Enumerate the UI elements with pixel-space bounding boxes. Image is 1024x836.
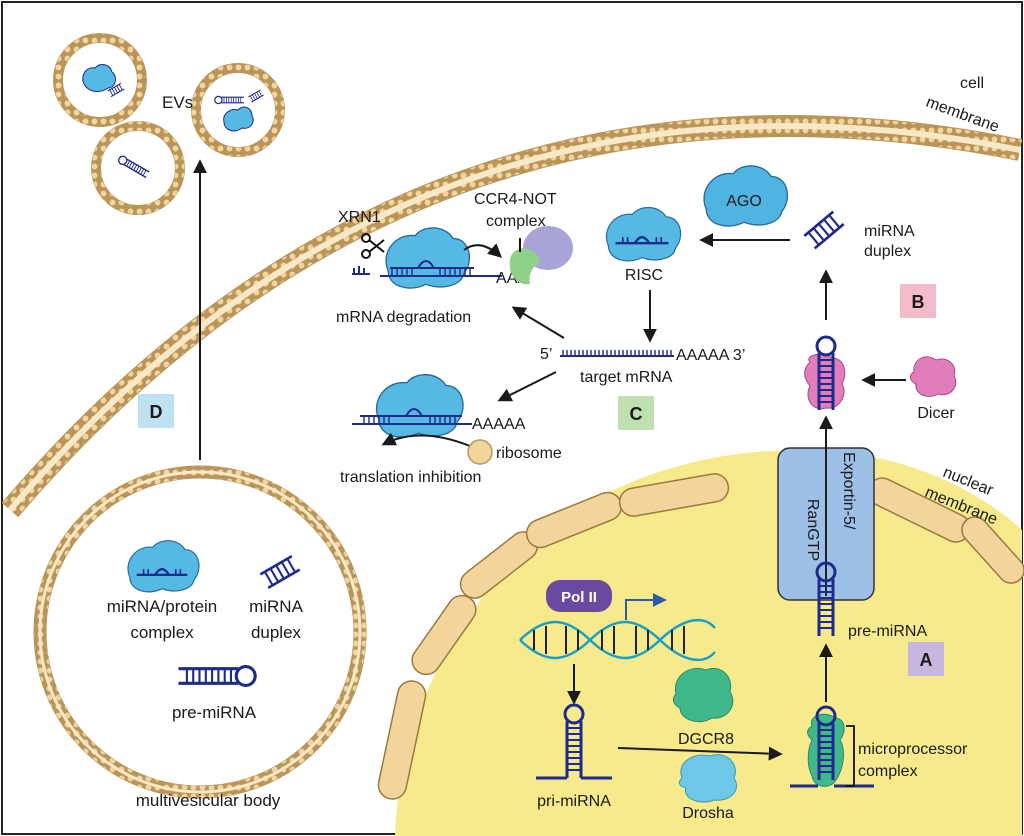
evs-label: EVs (162, 93, 193, 112)
pri-mirna-label: pri-miRNA (537, 793, 611, 810)
pol-ii-enzyme (546, 580, 612, 612)
microprocessor-label-2: complex (858, 763, 918, 780)
panel-a-label: A (920, 650, 933, 670)
aaaaa-label: AAAAA (472, 416, 526, 433)
arrow-risc-to-ccr4 (463, 243, 503, 258)
ev-vesicle-3 (191, 63, 285, 157)
panel-c-box (618, 396, 654, 430)
drosha-label: Drosha (682, 805, 734, 822)
mirna-duplex-label-1: miRNA (864, 223, 915, 240)
ribosome-icon (467, 439, 493, 465)
ccr4-not-label-2: complex (486, 213, 546, 230)
pri-mirna (536, 703, 612, 780)
mirna-duplex-label-2: duplex (864, 243, 911, 260)
panel-d-label: D (150, 402, 163, 422)
drosha-protein (678, 754, 737, 803)
ribosome-label: ribosome (496, 445, 562, 462)
microprocessor-complex (807, 705, 845, 787)
mvb-duplex-label-2: duplex (251, 623, 302, 642)
exportin-5-pore (777, 447, 875, 601)
multivesicular-body-label: multivesicular body (136, 791, 281, 810)
pol-ii-label: Pol II (561, 589, 597, 606)
panel-b-label: B (912, 292, 925, 312)
ago-label: AGO (726, 193, 762, 210)
xrn1-label: XRN1 (338, 209, 381, 226)
panel-a-box (908, 642, 944, 676)
dgcr8-protein (672, 668, 734, 723)
target-mrna-label: target mRNA (580, 369, 673, 386)
ccr4-not-label-1: CCR4-NOT (474, 191, 557, 208)
microprocessor-bracket (846, 725, 855, 787)
risc-label: RISC (625, 267, 663, 284)
microprocessor-label-1: microprocessor (858, 741, 968, 758)
arrow-to-degradation (511, 306, 565, 339)
mvb-pre-mirna-label: pre-miRNA (172, 703, 257, 722)
five-prime-label: 5’ (540, 346, 552, 363)
dicer-bound-pre-mirna (804, 335, 846, 412)
rangtp-label: RanGTP (804, 499, 821, 561)
xrn1-scissors-icon (361, 233, 385, 259)
dicer-protein (910, 356, 957, 397)
multivesicular-body (33, 465, 367, 799)
dgcr8-label: DGCR8 (678, 731, 734, 748)
mvb-complex-label-1: miRNA/protein (107, 597, 218, 616)
dicer-label: Dicer (917, 405, 955, 422)
cell-membrane-label-1: cell (960, 75, 984, 92)
cell-membrane (1, 115, 1023, 518)
ev-vesicle-2 (91, 121, 185, 215)
dna-helix (519, 618, 716, 662)
panel-c-label: C (630, 404, 643, 424)
risc-complex (605, 206, 682, 262)
mrna-degradation-label: mRNA degradation (336, 309, 471, 326)
ccr4-not-green-subunit (509, 248, 540, 285)
pre-mirna-label: pre-miRNA (848, 623, 927, 640)
arrow-to-translation (497, 371, 557, 402)
target-tail-label: AAAAA 3’ (676, 347, 745, 364)
arrow-pri-to-microprocessor (617, 746, 783, 761)
arrow-ribosome-blocked (381, 432, 471, 447)
translation-inhibition-label: translation inhibition (340, 469, 481, 486)
panel-b-box (900, 284, 936, 318)
degradation-fragments (352, 266, 370, 275)
mvb-duplex-label-1: miRNA (249, 597, 303, 616)
ev-vesicle-1 (53, 33, 147, 127)
mvb-mirna-protein-complex (127, 540, 200, 593)
panel-d-box (138, 394, 174, 428)
transcription-start-arrow (625, 593, 667, 620)
mvb-complex-label-2: complex (130, 623, 194, 642)
exportin-label: Exportin-5/ (840, 452, 857, 530)
